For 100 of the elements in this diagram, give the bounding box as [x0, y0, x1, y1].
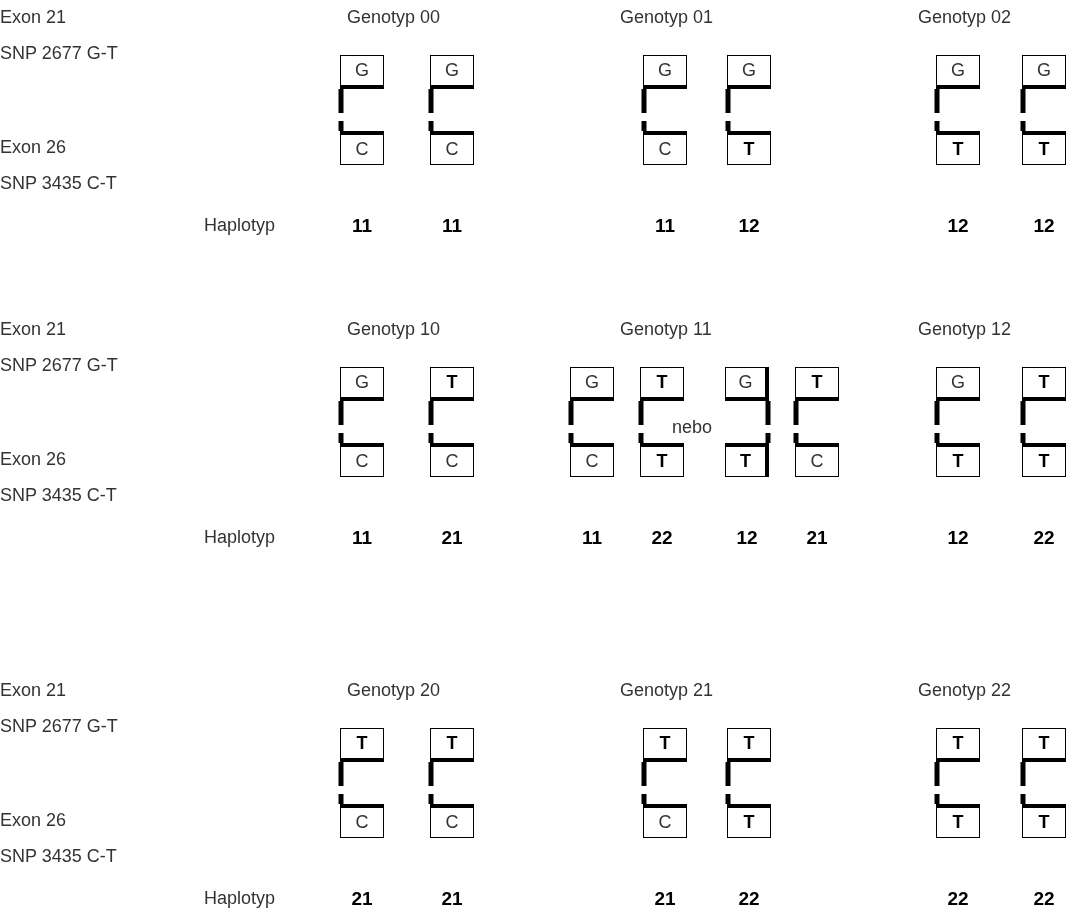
strand-line: [793, 401, 799, 443]
haplotype-number: 21: [805, 526, 829, 550]
haplotype-number: 12: [1032, 214, 1056, 238]
genotype-heading: Genotyp 10: [347, 318, 441, 341]
allele-box: G: [936, 367, 980, 401]
haplotype-number: 12: [946, 214, 970, 238]
genotype-heading: Genotyp 20: [347, 679, 441, 702]
haplotype-number: 12: [946, 526, 970, 550]
strand-line: [725, 762, 731, 804]
haplotype-number: 11: [350, 526, 374, 550]
strand-line: [934, 401, 940, 443]
strand-line: [338, 89, 344, 131]
allele-box: G: [727, 55, 771, 89]
haplotype-number: 22: [1032, 887, 1056, 911]
strand-line: [934, 762, 940, 804]
allele-box: G: [643, 55, 687, 89]
genotype-heading: Genotyp 22: [918, 679, 1012, 702]
genotype-heading: Genotyp 02: [918, 6, 1012, 29]
haplotype-number: 21: [350, 887, 374, 911]
allele-box: T: [1022, 131, 1066, 165]
haplotype-number: 12: [735, 526, 759, 550]
row-label: SNP 2677 G-T: [0, 42, 118, 65]
row-label: Exon 21: [0, 318, 67, 341]
haplotype-number: 11: [580, 526, 604, 550]
genotype-heading: Genotyp 12: [918, 318, 1012, 341]
allele-box: T: [727, 131, 771, 165]
strand-line: [338, 762, 344, 804]
strand-line: [1020, 89, 1026, 131]
strand-line: [765, 401, 771, 443]
haplotype-number: 22: [737, 887, 761, 911]
allele-box: T: [727, 804, 771, 838]
allele-box: T: [430, 367, 474, 401]
haplotype-number: 21: [440, 887, 464, 911]
allele-box: C: [430, 443, 474, 477]
allele-box: T: [643, 728, 687, 762]
allele-box: T: [936, 443, 980, 477]
allele-box: C: [643, 131, 687, 165]
allele-box: G: [430, 55, 474, 89]
row-label: SNP 3435 C-T: [0, 845, 117, 868]
genotype-heading: Genotyp 00: [347, 6, 441, 29]
haplotype-number: 11: [440, 214, 464, 238]
strand-line: [1020, 401, 1026, 443]
allele-box: C: [430, 804, 474, 838]
allele-box: T: [725, 443, 769, 477]
allele-box: C: [340, 443, 384, 477]
strand-line: [428, 89, 434, 131]
allele-box: T: [1022, 728, 1066, 762]
strand-line: [428, 401, 434, 443]
haplotype-label: Haplotyp: [204, 526, 276, 549]
genotype-heading: Genotyp 11: [620, 318, 712, 341]
row-label: SNP 3435 C-T: [0, 172, 117, 195]
haplotype-number: 12: [737, 214, 761, 238]
allele-box: G: [936, 55, 980, 89]
haplotype-number: 22: [1032, 526, 1056, 550]
strand-line: [638, 401, 644, 443]
allele-box: C: [643, 804, 687, 838]
allele-box: C: [570, 443, 614, 477]
allele-box: G: [340, 55, 384, 89]
row-label: Exon 26: [0, 448, 67, 471]
allele-box: C: [340, 804, 384, 838]
haplotype-number: 11: [653, 214, 677, 238]
haplotype-number: 11: [350, 214, 374, 238]
haplotype-label: Haplotyp: [204, 214, 276, 237]
row-label: SNP 3435 C-T: [0, 484, 117, 507]
allele-box: T: [727, 728, 771, 762]
row-label: SNP 2677 G-T: [0, 354, 118, 377]
strand-line: [934, 89, 940, 131]
allele-box: T: [430, 728, 474, 762]
allele-box: C: [795, 443, 839, 477]
allele-box: T: [1022, 367, 1066, 401]
allele-box: T: [640, 443, 684, 477]
strand-line: [641, 89, 647, 131]
allele-box: G: [725, 367, 769, 401]
allele-box: T: [795, 367, 839, 401]
allele-box: T: [936, 804, 980, 838]
genotype-heading: Genotyp 01: [620, 6, 714, 29]
allele-box: T: [640, 367, 684, 401]
haplotype-number: 22: [946, 887, 970, 911]
allele-box: C: [340, 131, 384, 165]
row-label: Exon 26: [0, 136, 67, 159]
allele-box: T: [1022, 443, 1066, 477]
row-label: Exon 21: [0, 6, 67, 29]
strand-line: [428, 762, 434, 804]
row-label: Exon 21: [0, 679, 67, 702]
row-label: SNP 2677 G-T: [0, 715, 118, 738]
allele-box: T: [340, 728, 384, 762]
haplotype-number: 21: [653, 887, 677, 911]
allele-box: G: [570, 367, 614, 401]
allele-box: C: [430, 131, 474, 165]
strand-line: [725, 89, 731, 131]
haplotype-label: Haplotyp: [204, 887, 276, 910]
strand-line: [338, 401, 344, 443]
allele-box: G: [340, 367, 384, 401]
genotype-heading: Genotyp 21: [620, 679, 714, 702]
or-label: nebo: [672, 416, 713, 439]
haplotype-number: 21: [440, 526, 464, 550]
strand-line: [568, 401, 574, 443]
allele-box: T: [936, 131, 980, 165]
allele-box: G: [1022, 55, 1066, 89]
strand-line: [641, 762, 647, 804]
